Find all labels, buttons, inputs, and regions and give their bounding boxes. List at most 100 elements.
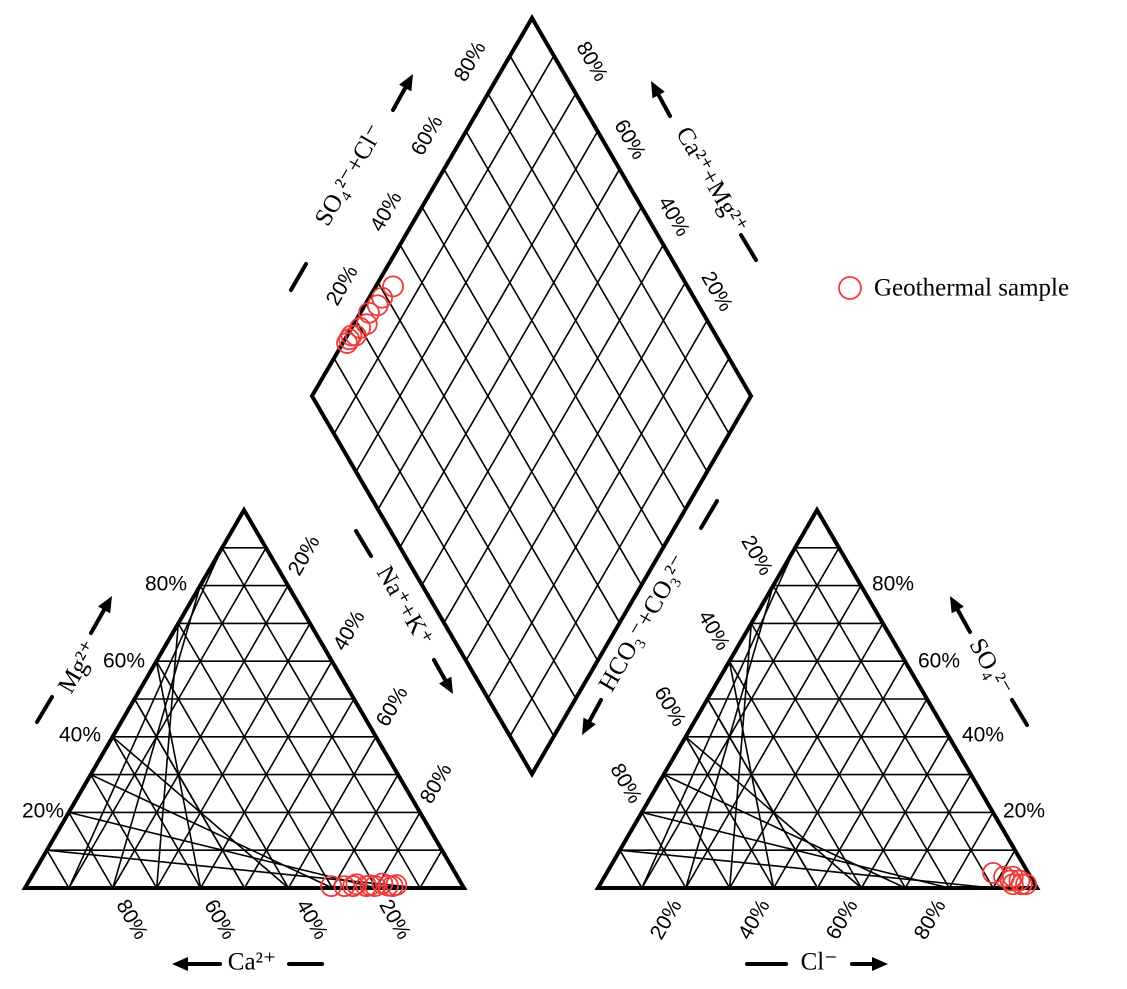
sample-point-anion: [1008, 869, 1031, 892]
tick-label: 80%: [872, 573, 914, 596]
cation-grid-line: [155, 660, 290, 889]
tick-label: 20%: [374, 896, 415, 944]
tick-label: 40%: [693, 607, 734, 655]
tick-label: 40%: [291, 896, 332, 944]
tick-label: 20%: [22, 800, 64, 823]
axis-arrows: [35, 74, 1029, 971]
diamond-grid-line: [465, 281, 687, 662]
anion-grid-line: [641, 546, 840, 889]
tick-label: 80%: [571, 38, 612, 86]
mg-arrow-head: [98, 596, 112, 614]
tick-label: 80%: [111, 896, 152, 944]
sample-point-anion: [1015, 873, 1037, 896]
cation-grid-line: [133, 698, 246, 889]
tick-label: 60%: [918, 650, 960, 673]
legend: Geothermal sample: [838, 275, 1069, 302]
so4cl-arrow-head: [399, 74, 413, 92]
tick-label: 80%: [416, 760, 457, 808]
cation-grid-line: [221, 546, 421, 889]
camg-dash: [739, 233, 758, 262]
camg-arrow-head: [651, 81, 665, 99]
diamond-grid-line: [509, 54, 730, 435]
sample-point-diamond: [338, 328, 361, 351]
anion-grid-line: [619, 849, 643, 889]
tick-label: 20%: [696, 268, 737, 316]
tick-label: 40%: [366, 188, 407, 236]
tick-label: 40%: [329, 607, 370, 655]
anion-grid-line: [728, 622, 884, 889]
mg-arrow-shaft: [89, 607, 107, 635]
sample-point-diamond: [355, 313, 378, 336]
cation-grid-line: [177, 622, 334, 889]
cation-grid-line: [331, 773, 399, 889]
tick-label: 60%: [822, 896, 863, 944]
sample-point-diamond: [344, 324, 367, 347]
cation-grid-line: [68, 546, 267, 889]
mg-dash: [35, 695, 54, 724]
so4-arrow-head: [950, 596, 964, 614]
nak-arrow-shaft: [432, 658, 448, 683]
diamond-grid-line: [509, 357, 730, 738]
anion-grid-line: [728, 660, 863, 889]
tick-label: 20%: [646, 896, 687, 944]
cation-grid-line: [46, 849, 70, 889]
tick-label: 60%: [407, 112, 448, 160]
outline-layer: [21, 14, 1041, 890]
tick-label: 60%: [649, 683, 690, 731]
so4-arrow-shaft: [955, 607, 972, 634]
hco3-axis-title: HCO₃⁻+CO₃²⁻: [594, 550, 694, 696]
tick-label: 80%: [145, 573, 187, 596]
tick-label: 60%: [103, 650, 145, 673]
sample-point-cation: [320, 875, 343, 898]
diamond-grid-line: [487, 319, 709, 700]
diamond-grid-line: [421, 206, 643, 586]
cation-grid-line: [155, 622, 311, 889]
sample-point-cation: [342, 875, 365, 898]
anion-grid-line: [640, 811, 687, 889]
cation-outline: [21, 506, 468, 890]
nak-arrow-head: [439, 676, 453, 694]
hco3-arrow-shaft: [587, 698, 603, 723]
hco3-arrow-head: [582, 717, 596, 735]
anion-grid-line: [904, 773, 972, 889]
cl-arrow-head: [872, 957, 888, 971]
ca-arrow-head: [172, 957, 188, 971]
cation-grid-line: [243, 698, 355, 889]
diamond-grid-line: [443, 168, 665, 549]
tick-label: 20%: [284, 532, 325, 580]
anion-grid-line: [816, 698, 928, 889]
anion-grid-line: [750, 622, 907, 889]
cation-grid-line: [199, 584, 378, 889]
legend-marker: [838, 276, 862, 300]
cation-grid-line: [68, 811, 114, 889]
anion-grid-line: [794, 546, 994, 889]
diamond-grid-line: [443, 244, 665, 624]
so4cl-arrow-shaft: [391, 85, 408, 112]
anion-grid-line: [772, 584, 951, 889]
sample-point-anion: [999, 869, 1022, 892]
grid-layer: [46, 54, 1016, 889]
cation-grid-line: [111, 735, 202, 889]
sample-point-cation: [345, 873, 368, 896]
tick-label: 60%: [199, 896, 240, 944]
diamond-outline: [309, 14, 754, 778]
axis-titles: Ca²⁺Cl⁻Mg²⁺Na⁺+K⁺HCO₃⁻+CO₃²⁻SO₄²⁻SO₄²⁻+C…: [53, 120, 1018, 976]
anion-grid-line: [662, 773, 731, 889]
sample-point-diamond: [366, 294, 389, 317]
tick-label: 20%: [322, 262, 363, 310]
cation-grid-line: [89, 773, 158, 889]
sample-point-cation: [385, 874, 408, 896]
ca-axis-title: Ca²⁺: [228, 949, 276, 976]
sample-point-anion: [1001, 873, 1024, 896]
diamond-grid-line: [487, 92, 709, 473]
diamond-grid-line: [465, 130, 687, 511]
tick-label: 60%: [372, 683, 413, 731]
tick-label: 20%: [736, 532, 777, 580]
anion-outline: [594, 506, 1041, 890]
so4cl-dash: [289, 262, 308, 292]
tick-label: 60%: [609, 116, 650, 164]
sample-point-cation: [333, 875, 356, 898]
tick-label: 40%: [653, 193, 694, 241]
mg-axis-title: Mg²⁺: [53, 636, 104, 697]
